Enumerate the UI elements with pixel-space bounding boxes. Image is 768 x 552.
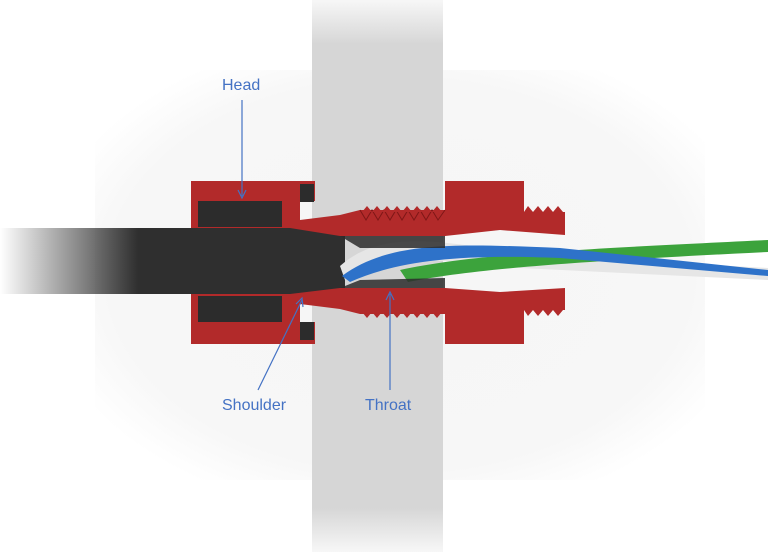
leader-lines — [237, 100, 395, 391]
panel-notch-lower — [300, 322, 314, 340]
wires — [340, 240, 768, 282]
wire-green — [400, 240, 768, 282]
thread-right-upper — [524, 206, 563, 212]
shoulder-leader — [257, 299, 303, 391]
shoulder-arrow — [295, 296, 304, 308]
head-upper — [191, 181, 565, 236]
cable-jacket — [0, 228, 345, 294]
thread-lower-teeth — [362, 312, 442, 318]
label-shoulder: Shoulder — [222, 397, 287, 414]
panel-notch-upper — [300, 184, 314, 202]
thread-right-lower — [524, 310, 563, 316]
throat-cavity-lower — [340, 278, 445, 288]
seal-upper — [198, 201, 282, 227]
thread-upper-teeth — [362, 206, 442, 212]
seal-lower — [198, 296, 282, 322]
head-lower — [191, 288, 565, 344]
throat-cavity — [340, 236, 445, 248]
thread-upper — [359, 209, 446, 221]
label-throat: Throat — [365, 397, 412, 414]
gland-housing — [191, 181, 565, 344]
wire-blue — [342, 245, 768, 282]
head-arrow — [237, 189, 247, 200]
label-head: Head — [222, 77, 260, 94]
throat-arrow — [385, 290, 395, 301]
